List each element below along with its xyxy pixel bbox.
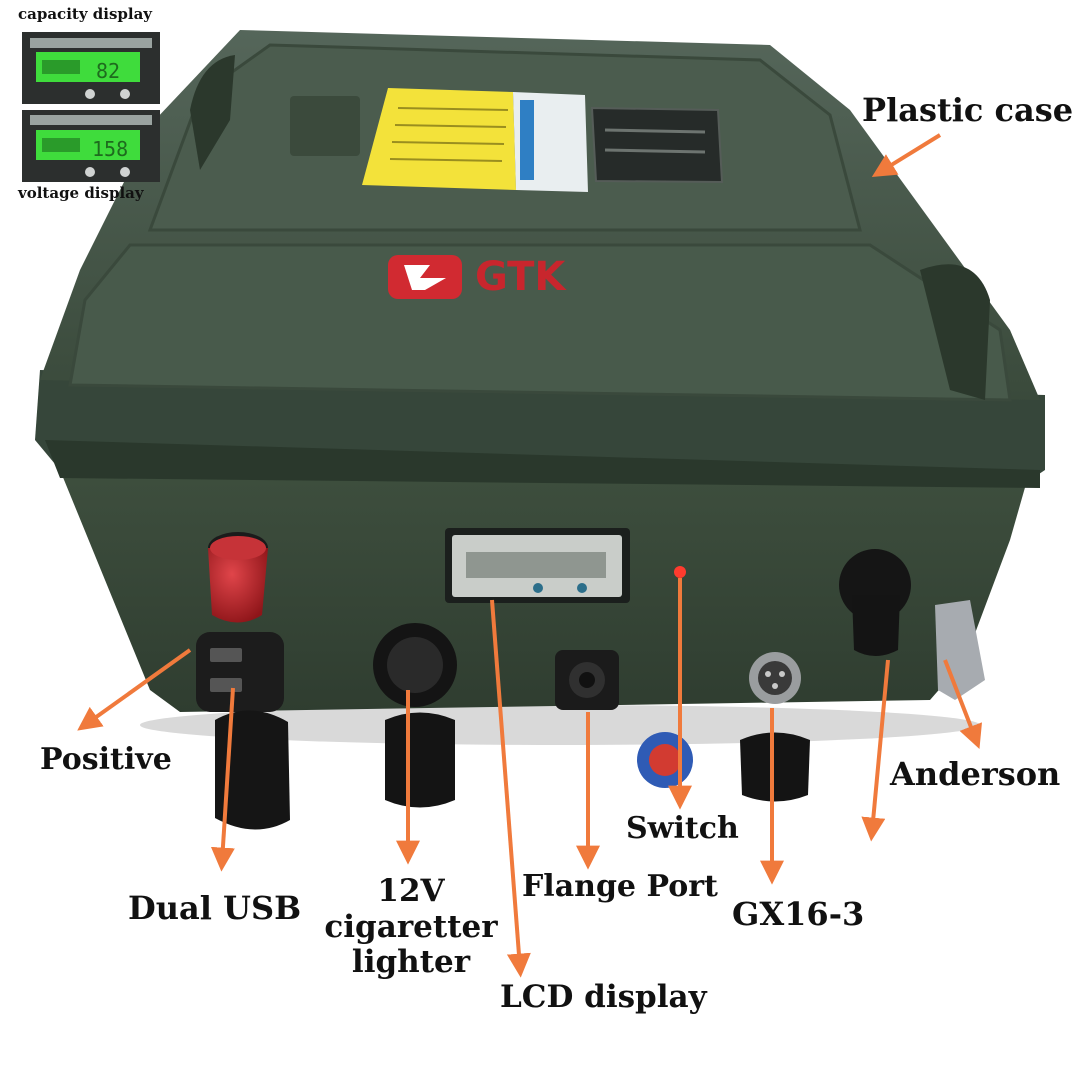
gx16-connector [740,652,810,802]
brand-logo: GTK [388,254,567,300]
inset-voltage-value: 158 [92,137,128,161]
anderson-knob [839,549,985,700]
arrow-anderson-left [861,659,890,842]
display-inset: 82 158 [22,32,160,182]
arrow-anderson-right [943,659,982,749]
label-lcd-display: LCD display [500,979,707,1015]
label-cigarette-line2: cigaretter [324,908,498,945]
arrow-plastic-case [871,133,942,178]
label-cigarette-line3: lighter [351,944,471,981]
label-flange-port: Flange Port [522,869,718,904]
arrow-dual-usb [210,687,235,872]
warning-label [362,88,588,192]
lid-recess [290,96,360,156]
label-gx16: GX16-3 [732,895,865,933]
label-cigarette-lighter: 12V cigaretter lighter [322,873,500,981]
battery-case [35,30,1045,745]
label-anderson: Anderson [890,755,1061,793]
label-cigarette-line1: 12V [377,873,445,909]
positive-terminal [208,532,268,623]
brand-logo-text: GTK [475,254,567,300]
label-positive: Positive [40,742,172,777]
arrow-lcd [490,599,531,978]
switch-cap [637,732,693,788]
cigarette-lighter-socket [373,623,457,808]
annotation-arrows [77,133,982,978]
indicator-led [674,566,686,578]
spec-plate [590,106,724,184]
voltage-caption: voltage display [18,184,144,202]
label-dual-usb: Dual USB [128,889,302,927]
label-plastic-case: Plastic case [862,91,1072,129]
lcd-display-module [445,528,630,603]
arrow-positive [77,648,192,731]
flange-port [555,650,619,710]
inset-capacity-value: 82 [96,59,120,83]
capacity-caption: capacity display [18,5,153,23]
label-switch: Switch [626,811,739,846]
